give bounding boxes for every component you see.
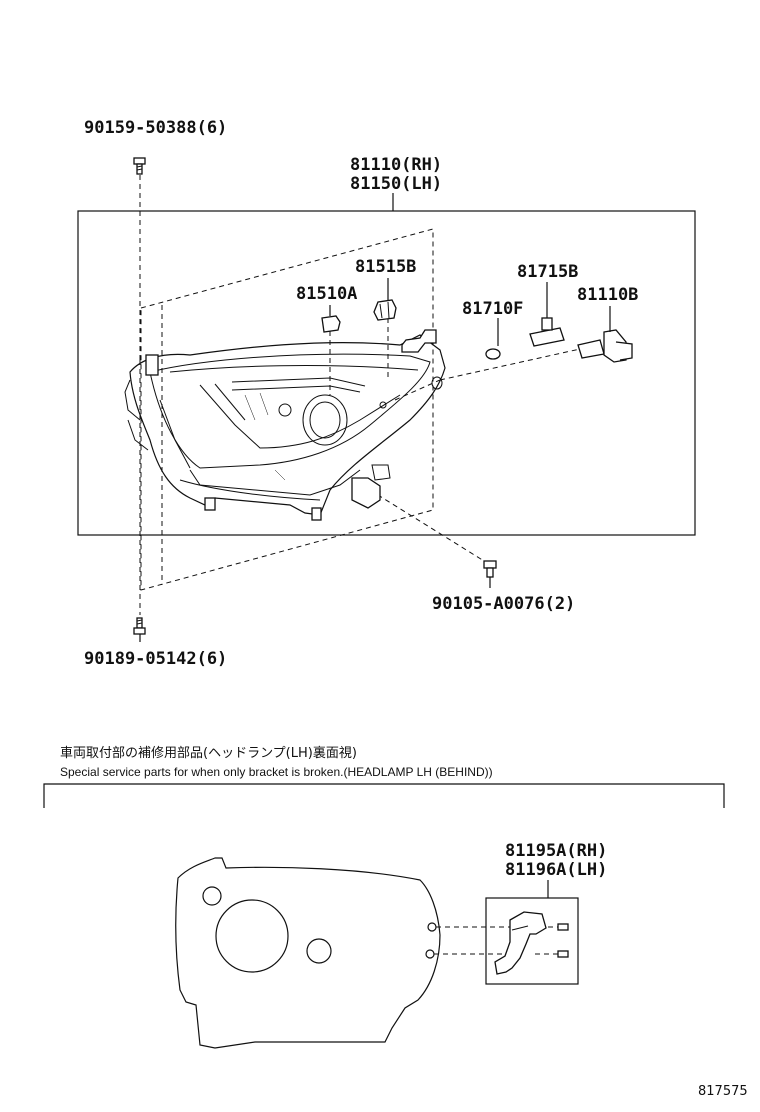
label-screw-right: 90105-A0076(2): [432, 594, 575, 614]
label-bulb-81710f: 81710F: [462, 299, 523, 319]
label-bracket-lh: 81196A(LH): [505, 860, 607, 880]
service-note-english: Special service parts for when only brac…: [60, 765, 493, 779]
label-headlamp-rh: 81110(RH): [350, 155, 442, 175]
socket-81515b-icon: [373, 299, 397, 321]
socket-81715b-icon: [529, 317, 565, 347]
headlamp-rear-outline: [175, 857, 441, 1049]
figure-code: 817575: [698, 1084, 748, 1099]
label-bulb-81510a: 81510A: [296, 284, 357, 304]
label-socket-81715b: 81715B: [517, 262, 578, 282]
bracket-part-icon: [494, 911, 547, 975]
bulb-81110b-icon: [577, 329, 633, 363]
bracket-screw-upper-icon: [548, 923, 569, 931]
screw-bottom-icon: [133, 617, 146, 635]
label-headlamp-lh: 81150(LH): [350, 174, 442, 194]
bracket-screw-lower-icon: [535, 950, 569, 958]
label-socket-81515b: 81515B: [355, 257, 416, 277]
headlamp-housing: [124, 329, 446, 521]
label-bulb-81110b: 81110B: [577, 285, 638, 305]
assembly-frame: [77, 210, 696, 536]
bracket-parts-box: [485, 897, 579, 985]
service-frame: [43, 783, 725, 808]
screw-right-icon: [483, 560, 497, 578]
bulb-81710f-icon: [485, 348, 501, 360]
label-bracket-rh: 81195A(RH): [505, 841, 607, 861]
bulb-81510a-icon: [321, 315, 341, 333]
service-note-japanese: 車両取付部の補修用部品(ヘッドランプ(LH)裏面視): [60, 746, 357, 761]
label-screw-bottom: 90189-05142(6): [84, 649, 227, 669]
screw-top-icon: [133, 157, 146, 175]
label-screw-top: 90159-50388(6): [84, 118, 227, 138]
exploded-view-box: [140, 228, 434, 591]
